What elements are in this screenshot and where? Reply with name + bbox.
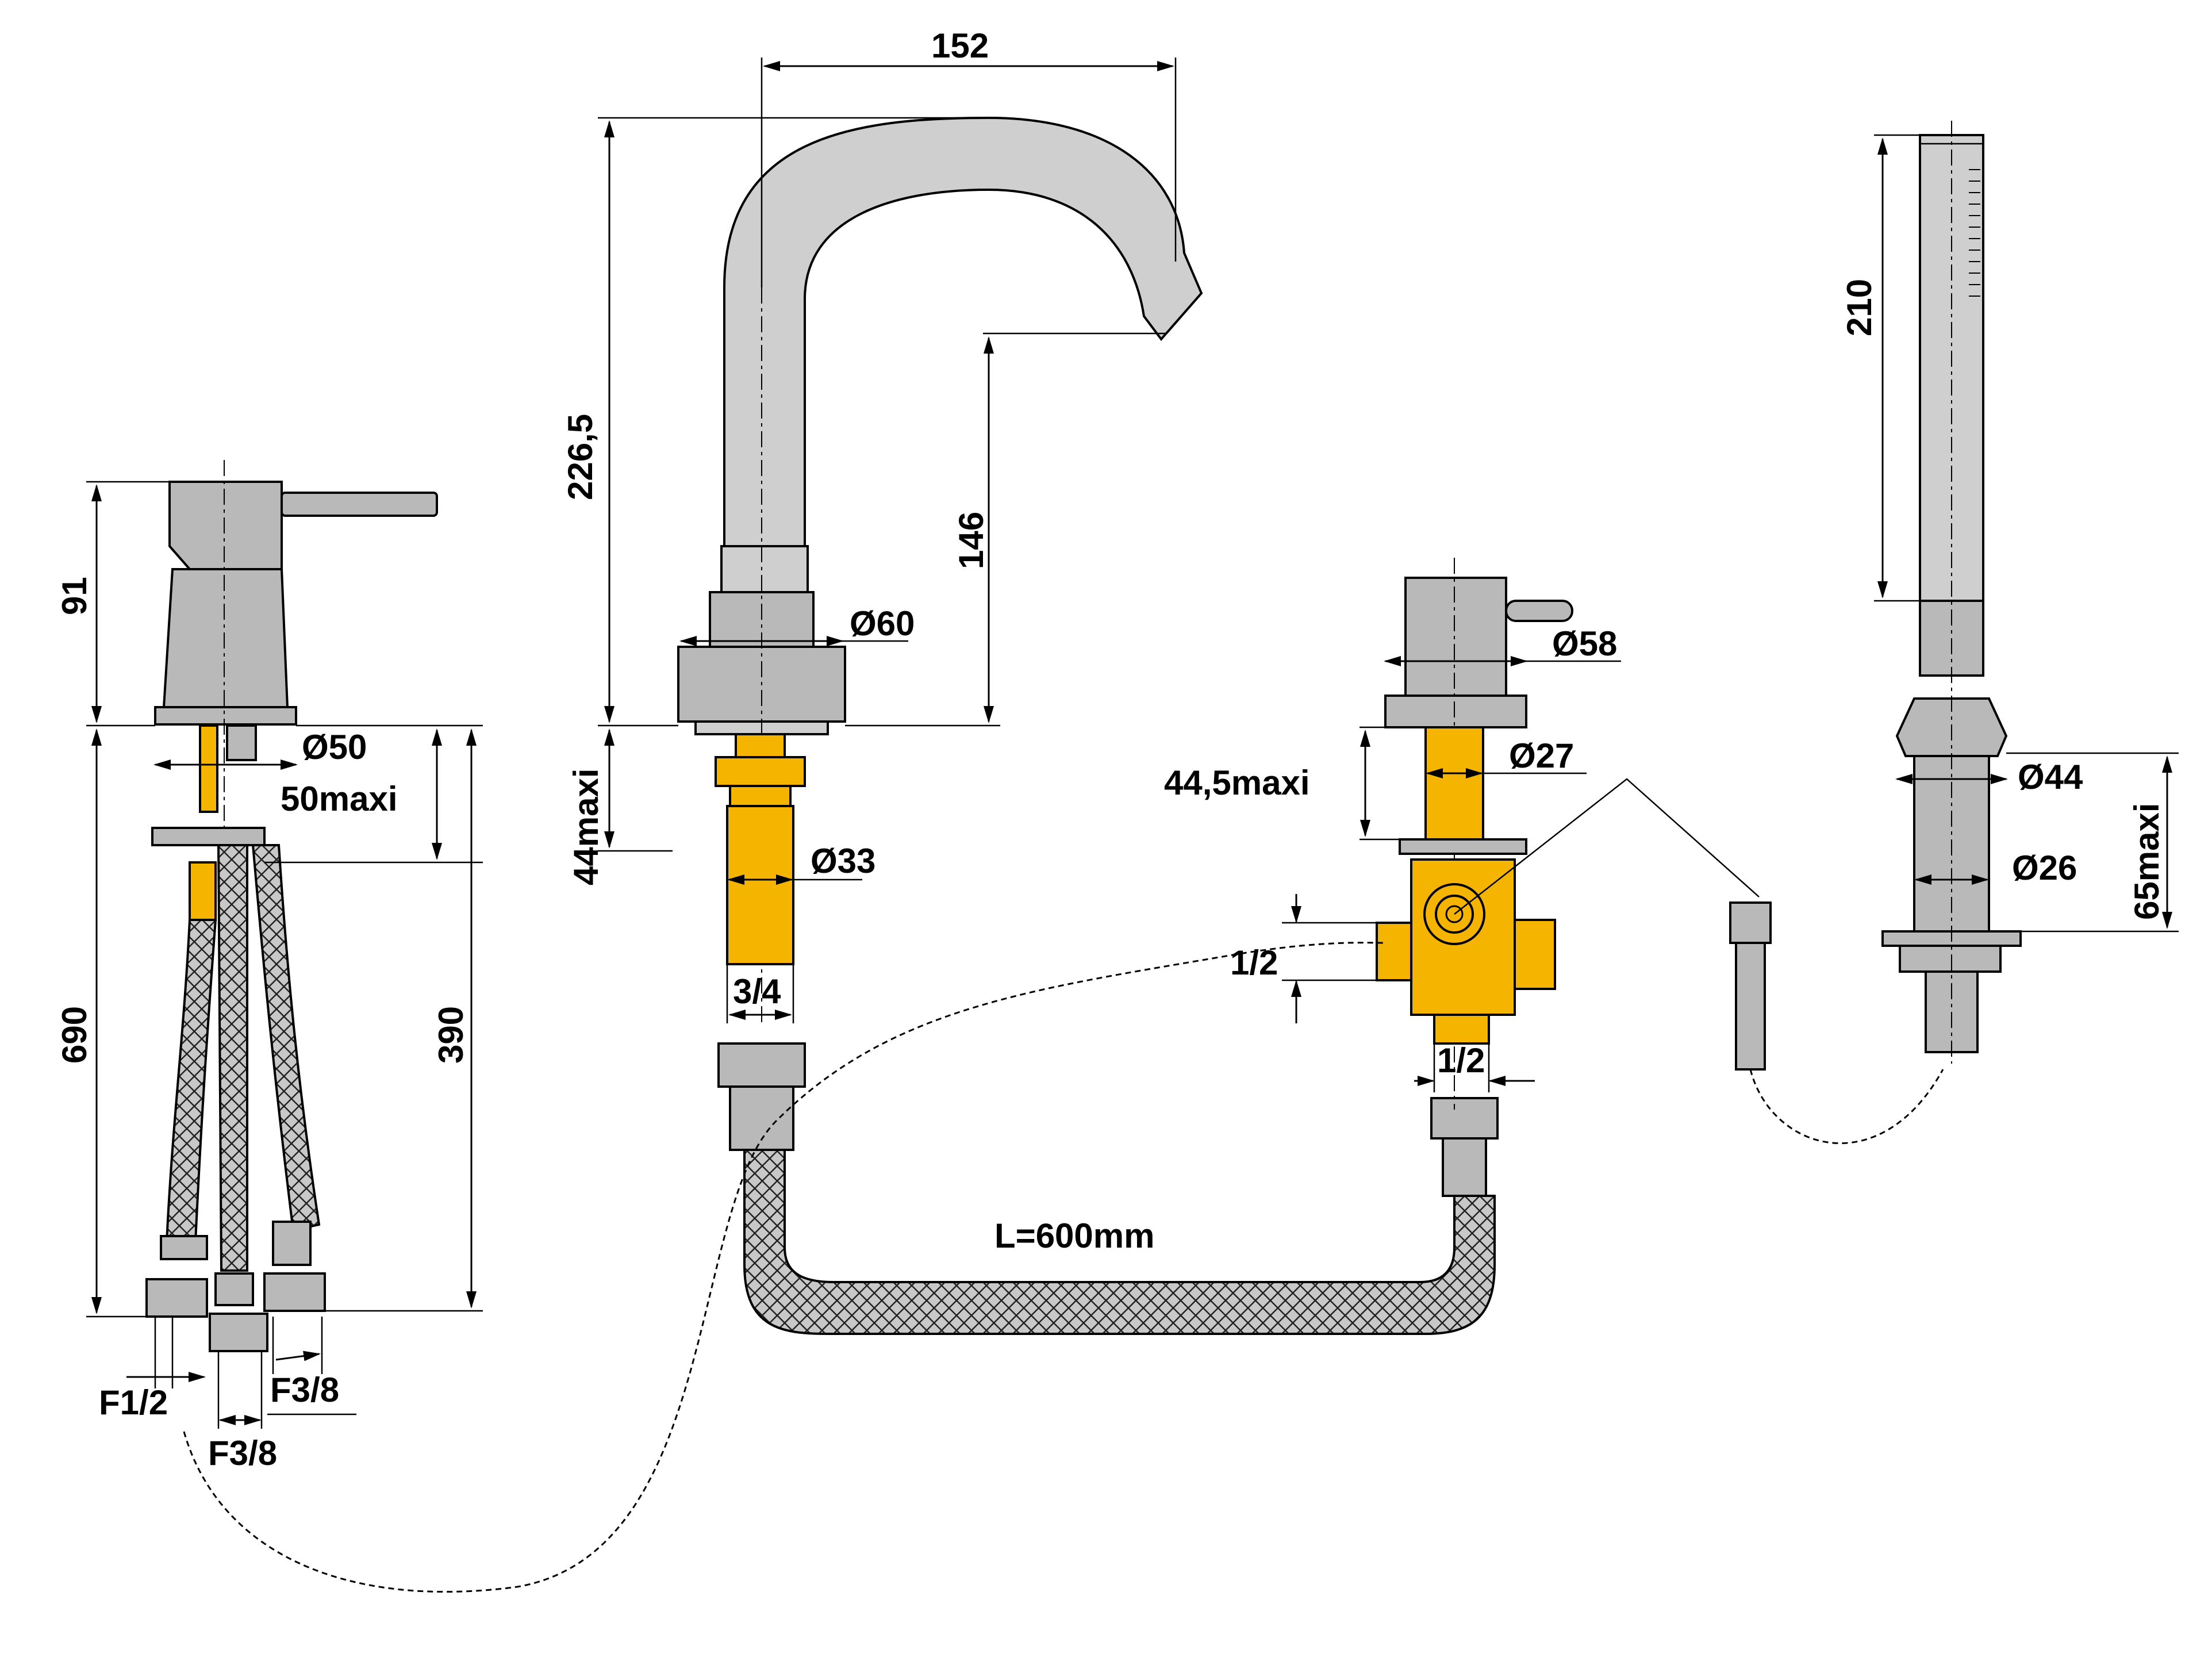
dim-shower-deck-thickness: 65maxi (2127, 803, 2166, 920)
dim-spout-reach: 152 (931, 26, 989, 65)
hose-link: L=600mm (743, 1097, 1499, 1335)
dim-body-diameter: Ø50 (302, 728, 367, 766)
dim-deck-thickness: 50maxi (281, 780, 398, 818)
conn-middle-label: F3/8 (208, 1434, 277, 1472)
dim-shower-length: 210 (1840, 279, 1879, 336)
diverter: Ø58 44,5maxi Ø27 1/2 1/2 (1164, 558, 1760, 1110)
dim-diverter-outlet: 1/2 (1437, 1041, 1485, 1080)
connection-path (183, 942, 1386, 1593)
dim-diverter-shank-diameter: Ø27 (1509, 736, 1574, 775)
spout: 152 226,5 146 Ø60 44maxi Ø33 3/4 (561, 26, 1203, 1151)
dim-spout-shank-diameter: Ø33 (811, 842, 875, 880)
dim-rigid-length: 390 (432, 1006, 470, 1064)
basin-mixer: 91 690 Ø50 50maxi 390 F1/2 F3/8 F3/8 (55, 460, 483, 1472)
conn-right-label: F3/8 (270, 1371, 339, 1409)
dim-shower-shank-diameter: Ø26 (2012, 849, 2077, 887)
hand-shower: 210 Ø44 Ø26 65maxi (1729, 121, 2179, 1144)
conn-hot-label: F1/2 (99, 1383, 168, 1422)
dim-spout-height: 226,5 (561, 414, 600, 500)
hose-length-label: L=600mm (994, 1217, 1155, 1255)
dim-outlet-height: 146 (952, 512, 990, 569)
dim-knob-diameter: Ø58 (1552, 624, 1617, 663)
dim-diverter-deck-thickness: 44,5maxi (1164, 764, 1310, 802)
dim-spout-thread: 3/4 (733, 972, 781, 1011)
dim-spout-base-diameter: Ø60 (850, 604, 915, 643)
dim-holder-diameter: Ø44 (2018, 758, 2083, 796)
dim-hose-length: 690 (55, 1006, 94, 1064)
dim-spout-deck-thickness: 44maxi (567, 769, 605, 886)
dim-diverter-inlet: 1/2 (1230, 943, 1278, 982)
dim-body-height: 91 (55, 577, 94, 615)
